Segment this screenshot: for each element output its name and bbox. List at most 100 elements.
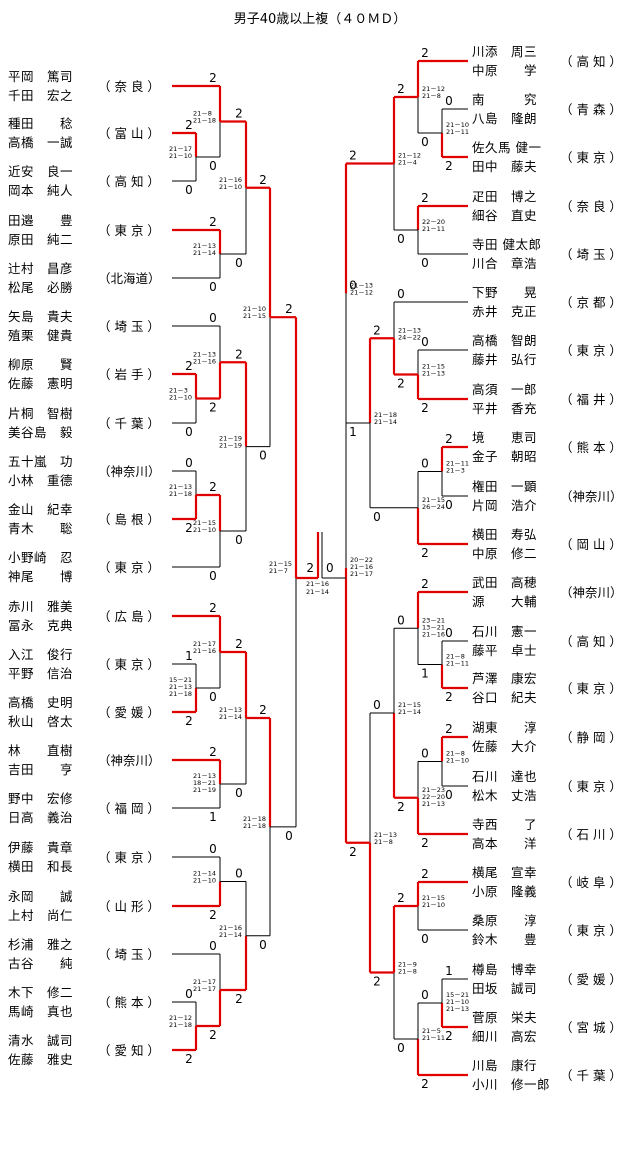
player-name: 千田 宏之	[8, 88, 74, 103]
game-score: 21－9	[398, 961, 417, 969]
score: 2	[421, 577, 429, 591]
score: 0	[397, 232, 405, 246]
team-right-6: 下野 晃赤井 克正	[472, 283, 537, 321]
score: 0	[209, 280, 217, 294]
score: 0	[421, 256, 429, 270]
score: 0	[349, 278, 357, 292]
score: 2	[209, 480, 217, 494]
game-score: 21－19	[193, 786, 216, 794]
game-score: 21－16	[219, 176, 242, 184]
score: 2	[373, 323, 381, 337]
player-name: 杉浦 雅之	[8, 937, 74, 952]
score: 2	[397, 800, 405, 814]
score: 2	[209, 908, 217, 922]
game-score: 21－15	[269, 560, 292, 568]
score: 2	[397, 82, 405, 96]
game-score: 21－13	[422, 800, 445, 808]
game-score: 21－8	[446, 653, 465, 661]
game-score: 21－13	[422, 370, 445, 378]
score: 0	[235, 533, 243, 547]
game-score: 21－8	[193, 110, 212, 118]
game-score: 21－15	[422, 363, 445, 371]
game-score: 21－14	[398, 708, 421, 716]
score: 1	[445, 964, 453, 978]
team-left-9: 五十嵐 功小林 重德	[8, 452, 73, 490]
player-name: 武田 高穂	[472, 575, 538, 590]
score: 2	[421, 401, 429, 415]
player-name: 小原 隆義	[472, 884, 538, 899]
player-name: 疋田 博之	[472, 189, 538, 204]
prefecture-label: （ 愛 媛 ）	[98, 705, 160, 720]
final-game-score: 21－14	[306, 588, 329, 596]
score: 2	[185, 118, 193, 132]
game-score: 21－13	[193, 242, 216, 250]
team-right-14: 芦澤 康宏谷口 紀夫	[472, 669, 537, 707]
game-score: 21－16	[350, 563, 373, 571]
player-name: 小野崎 忍	[8, 550, 74, 565]
game-score: 21－3	[169, 387, 188, 395]
player-name: 伊藤 貴章	[8, 840, 74, 855]
game-score: 21－13	[219, 706, 242, 714]
score: 2	[209, 401, 217, 415]
score: 0	[209, 311, 217, 325]
prefecture-label: （北海道）	[98, 271, 161, 286]
score: 0	[185, 987, 193, 1001]
score: 0	[445, 626, 453, 640]
team-right-22: 川島 康行小川 修一郎	[472, 1056, 550, 1094]
player-name: 吉田 亨	[8, 762, 74, 777]
score: 2	[209, 215, 217, 229]
score: 2	[421, 46, 429, 60]
prefecture-label: （ 奈 良 ）	[560, 199, 622, 214]
game-score: 21－16	[422, 630, 445, 638]
team-left-10: 金山 紀幸青木 聡	[8, 500, 73, 538]
score: 2	[259, 703, 267, 717]
prefecture-label: （ 東 京 ）	[560, 150, 622, 165]
game-score: 24－22	[398, 333, 421, 341]
game-score: 21－10	[193, 877, 216, 885]
game-score: 21－8	[446, 750, 465, 758]
score: 0	[185, 425, 193, 439]
score: 2	[349, 845, 357, 859]
player-name: 辻村 昌彦	[8, 261, 74, 276]
score: 0	[209, 569, 217, 583]
score: 0	[373, 698, 381, 712]
score: 0	[209, 690, 217, 704]
player-name: 横田 寿弘	[472, 527, 538, 542]
game-score: 21－12	[422, 85, 445, 93]
game-score: 21－18	[169, 690, 192, 698]
score: 0	[421, 747, 429, 761]
game-score: 21－11	[446, 660, 469, 668]
player-name: 松木 丈浩	[472, 788, 538, 803]
player-name: 古谷 純	[8, 956, 74, 971]
score: 2	[235, 107, 243, 121]
score: 0	[445, 498, 453, 512]
prefecture-label: （ 東 京 ）	[560, 681, 622, 696]
score: 2	[235, 992, 243, 1006]
game-score: 21－11	[422, 225, 445, 233]
game-score: 21－5	[422, 1027, 441, 1035]
game-score: 21－14	[219, 931, 242, 939]
prefecture-label: （ 千 葉 ）	[98, 416, 160, 431]
game-score: 21－18	[243, 815, 266, 823]
score: 0	[445, 94, 453, 108]
player-name: 谷口 紀夫	[472, 690, 538, 705]
game-score: 21－12	[350, 288, 373, 296]
game-score: 21－13	[374, 831, 397, 839]
game-score: 21－15	[243, 312, 266, 320]
player-name: 平野 信治	[8, 666, 74, 681]
game-score: 21－10	[169, 394, 192, 402]
game-score: 21－18	[243, 822, 266, 830]
score: 0	[235, 867, 243, 881]
prefecture-label: （ 高 知 ）	[560, 634, 622, 649]
team-right-13: 石川 憲一藤平 卓士	[472, 622, 537, 660]
score: 2	[259, 173, 267, 187]
player-name: 南 究	[472, 92, 538, 107]
score: 2	[185, 1052, 193, 1066]
player-name: 原田 純二	[8, 232, 74, 247]
player-name: 美谷島 毅	[8, 425, 74, 440]
prefecture-label: （ 宮 城 ）	[560, 1020, 622, 1035]
player-name: 片岡 浩介	[472, 498, 538, 513]
prefecture-label: （ 京 都 ）	[560, 295, 622, 310]
score: 0	[421, 457, 429, 471]
